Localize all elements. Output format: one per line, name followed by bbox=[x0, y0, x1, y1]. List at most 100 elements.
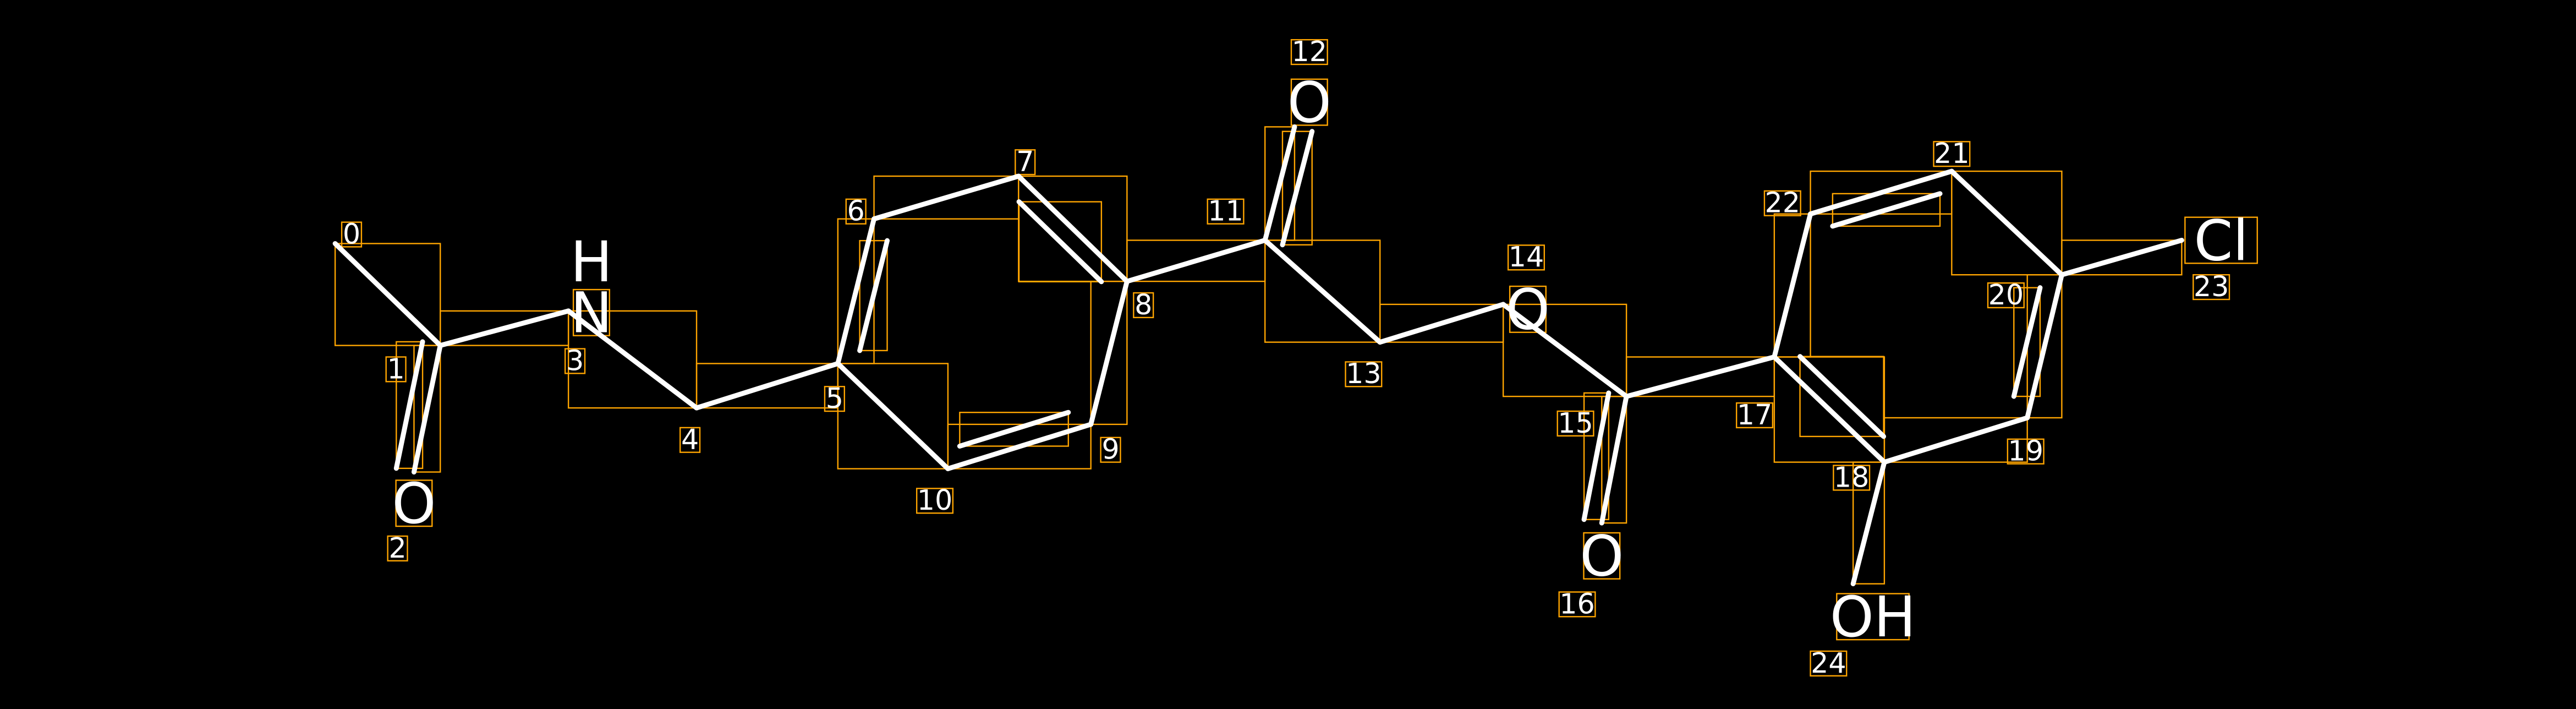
atom-label-o: O bbox=[1580, 524, 1624, 589]
bond-6-7 bbox=[872, 173, 1021, 222]
bond-box bbox=[1601, 395, 1627, 524]
bond-box bbox=[413, 345, 441, 473]
bond-box bbox=[1583, 392, 1610, 520]
bond-11-12 bbox=[1262, 124, 1297, 243]
index-box bbox=[1507, 244, 1545, 271]
index-box bbox=[679, 427, 701, 453]
bond-22-17 bbox=[1772, 211, 1813, 359]
atom-label-o: O bbox=[392, 471, 436, 536]
atom-index: 24 bbox=[1811, 647, 1846, 679]
atom-index: 1 bbox=[387, 352, 404, 385]
bond-1-3 bbox=[437, 308, 571, 348]
bond-4-5 bbox=[694, 361, 841, 411]
bond-18-24 bbox=[1850, 460, 1887, 587]
index-box bbox=[341, 221, 363, 248]
index-box bbox=[1933, 141, 1971, 167]
bond-box bbox=[1951, 170, 2063, 276]
bond-box bbox=[1832, 193, 1941, 227]
bond-17-18-second-line bbox=[1797, 354, 1887, 439]
atom-index: 0 bbox=[343, 217, 360, 250]
index-box bbox=[916, 488, 954, 514]
atom-label-o: O bbox=[1506, 277, 1550, 342]
index-box bbox=[1100, 437, 1121, 463]
index-box bbox=[1015, 149, 1036, 176]
atom-index: 9 bbox=[1101, 433, 1119, 466]
index-box bbox=[1207, 198, 1245, 225]
label-box bbox=[395, 479, 433, 527]
atom-index: 11 bbox=[1208, 195, 1243, 227]
label-box bbox=[1836, 593, 1910, 641]
atom-index: 3 bbox=[566, 344, 584, 377]
bond-11-12-second-line bbox=[1280, 129, 1315, 248]
bond-3-4 bbox=[566, 308, 699, 411]
bond-11-13 bbox=[1262, 237, 1383, 345]
bond-box bbox=[1799, 356, 1884, 438]
bond-box bbox=[2013, 287, 2041, 397]
bond-box bbox=[837, 363, 949, 470]
atom-label-h: H bbox=[571, 230, 612, 294]
bond-5-6-second-line bbox=[857, 238, 890, 353]
bond-box bbox=[1090, 280, 1128, 426]
index-box bbox=[1290, 39, 1328, 66]
index-box bbox=[1345, 361, 1383, 388]
atom-label-n: N bbox=[571, 281, 612, 346]
atom-index: 22 bbox=[1764, 187, 1800, 219]
atom-index: 17 bbox=[1737, 399, 1773, 431]
label-box bbox=[1290, 78, 1328, 126]
atom-index: 20 bbox=[1988, 279, 2024, 311]
index-box bbox=[1133, 292, 1154, 319]
atom-index: 5 bbox=[826, 382, 843, 415]
atom-index: 13 bbox=[1346, 357, 1382, 390]
bond-17-18 bbox=[1772, 354, 1887, 465]
bond-box bbox=[1502, 303, 1627, 397]
atom-index: 15 bbox=[1558, 407, 1593, 439]
index-box bbox=[1833, 465, 1871, 491]
bond-14-15 bbox=[1500, 302, 1629, 399]
index-box bbox=[1810, 650, 1848, 677]
atom-index: 6 bbox=[847, 195, 865, 227]
index-box bbox=[1735, 402, 1774, 429]
bond-box bbox=[1264, 239, 1381, 343]
bonds bbox=[332, 124, 2184, 587]
bond-15-16 bbox=[1599, 394, 1629, 526]
label-box bbox=[1583, 532, 1621, 580]
index-box bbox=[1987, 282, 2025, 309]
bond-1-2 bbox=[411, 343, 443, 475]
atom-index: 4 bbox=[681, 423, 699, 456]
bond-15-16-second-line bbox=[1581, 390, 1612, 522]
bond-7-8-second-line bbox=[1016, 199, 1104, 285]
bond-box bbox=[859, 239, 888, 352]
bond-9-10 bbox=[945, 422, 1094, 472]
atom-index: 2 bbox=[388, 532, 406, 564]
atom-label-o: O bbox=[1287, 70, 1331, 135]
bond-20-21 bbox=[1949, 168, 2064, 277]
atom-labels: 01O2NH34567891011O1213O1415O161718192021… bbox=[343, 35, 2249, 679]
bond-15-17 bbox=[1624, 354, 1777, 399]
bond-5-6 bbox=[835, 216, 877, 366]
bond-8-11 bbox=[1124, 237, 1268, 284]
atom-index: 19 bbox=[2008, 435, 2043, 467]
atom-label-cl: Cl bbox=[2194, 208, 2248, 273]
bond-1-2-second-line bbox=[393, 339, 425, 471]
atom-index: 21 bbox=[1934, 137, 1970, 170]
bond-13-14 bbox=[1377, 302, 1506, 345]
index-box bbox=[2193, 274, 2230, 301]
atom-index: 23 bbox=[2194, 270, 2229, 303]
index-box bbox=[385, 356, 407, 383]
bond-7-8 bbox=[1016, 173, 1130, 284]
index-box bbox=[1558, 591, 1596, 618]
index-box bbox=[845, 198, 867, 225]
atom-index: 16 bbox=[1559, 587, 1595, 620]
label-box bbox=[2184, 216, 2258, 264]
atom-index: 12 bbox=[1292, 35, 1328, 68]
bond-box bbox=[334, 243, 441, 346]
bond-box bbox=[2061, 239, 2183, 276]
bounding-boxes bbox=[334, 39, 2258, 677]
atom-label-oh: OH bbox=[1830, 585, 1916, 650]
index-box bbox=[387, 535, 408, 561]
bond-0-1 bbox=[332, 241, 443, 348]
index-box bbox=[824, 386, 845, 412]
bond-box bbox=[567, 310, 698, 409]
bond-box bbox=[1018, 201, 1103, 282]
index-box bbox=[1556, 410, 1594, 437]
